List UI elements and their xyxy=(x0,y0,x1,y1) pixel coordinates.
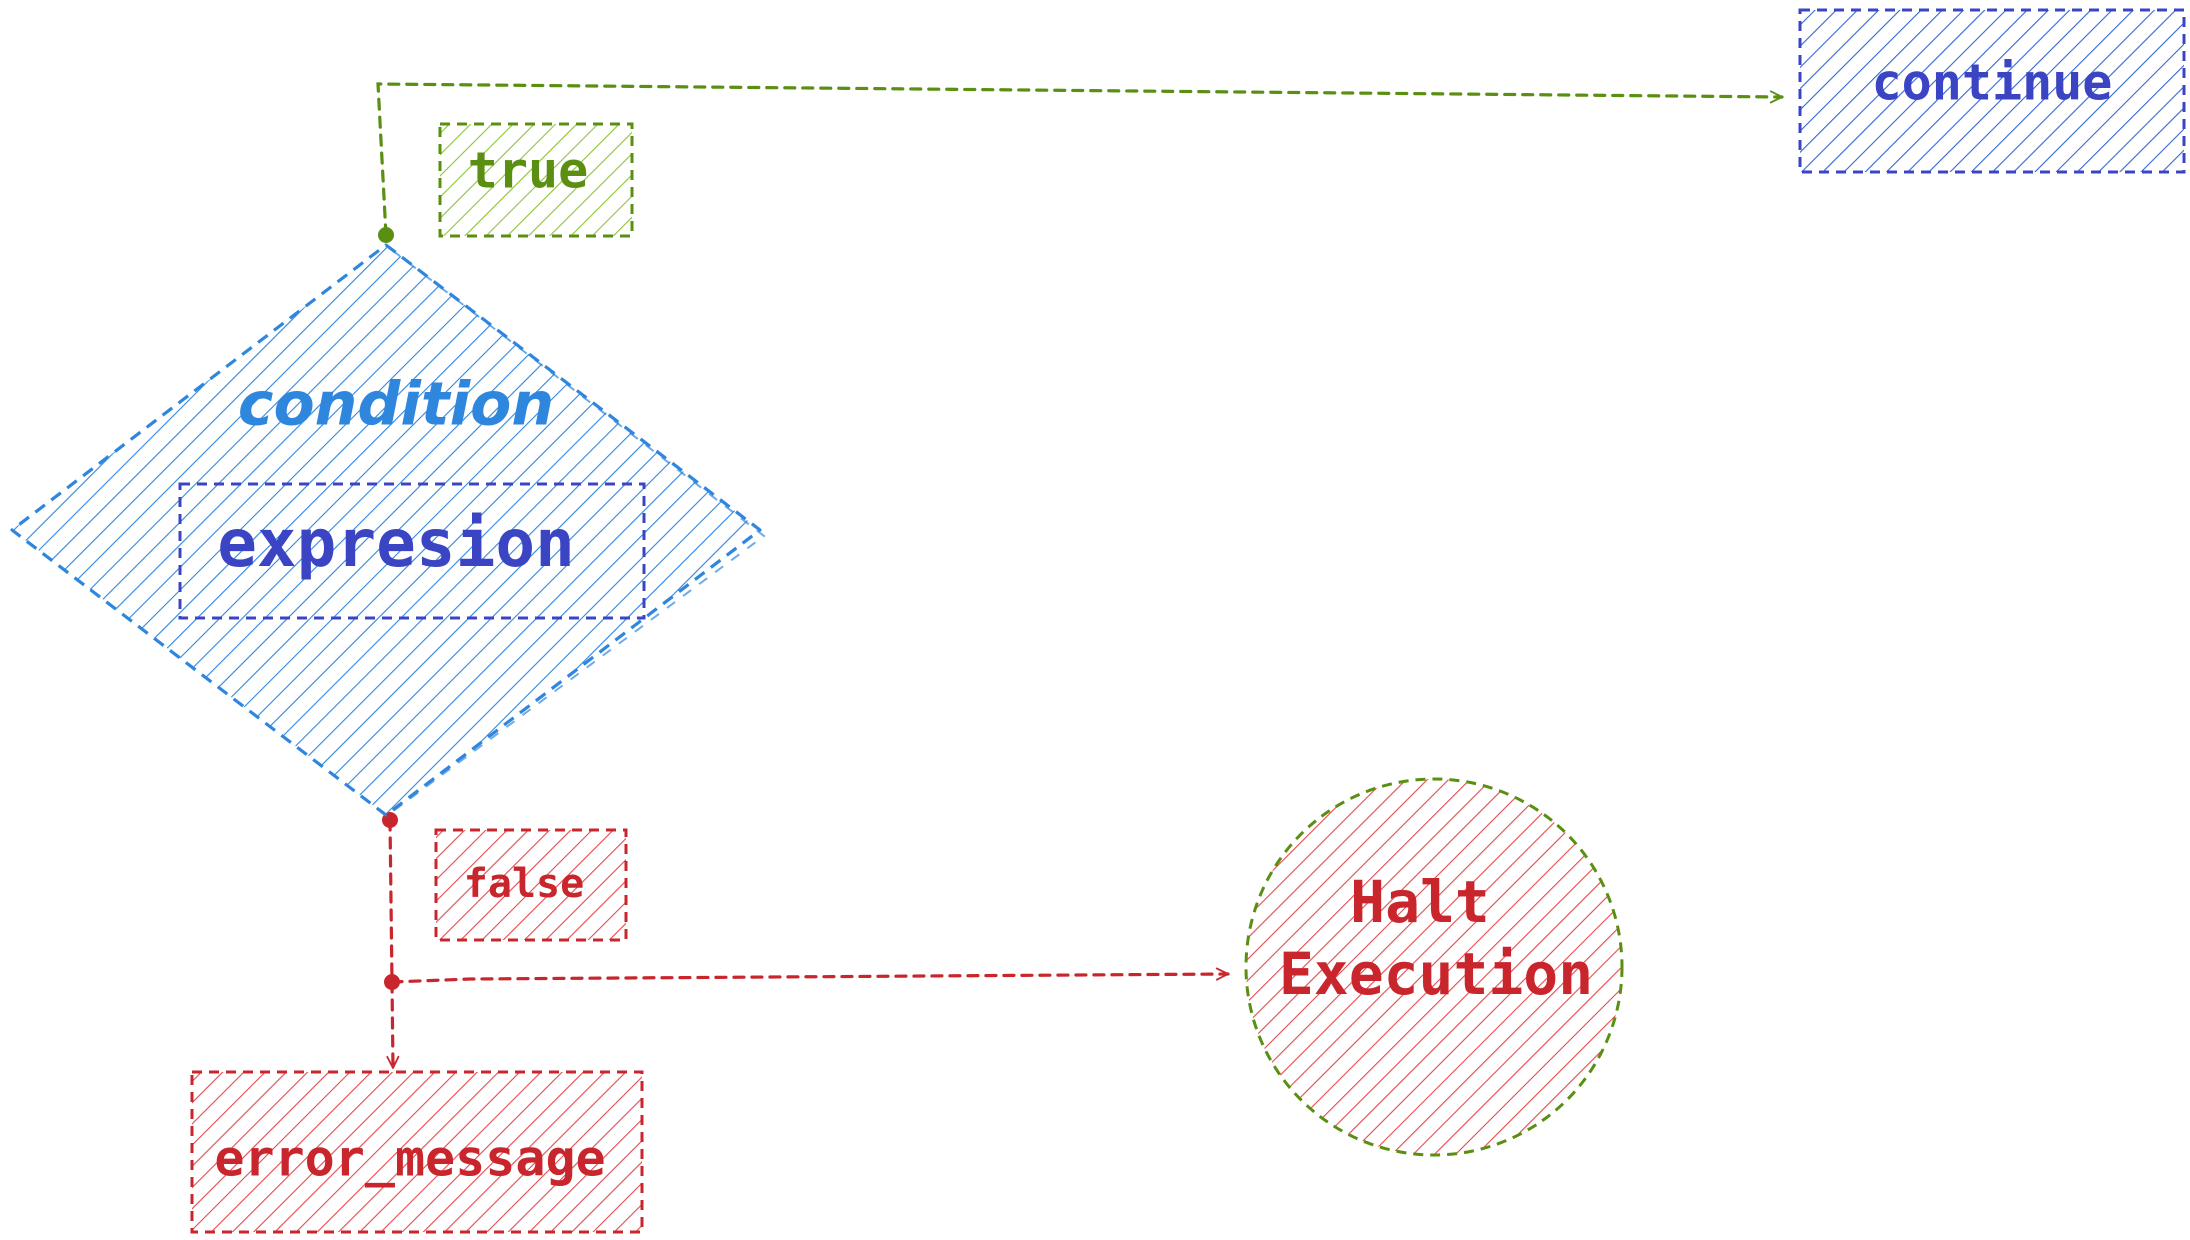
condition-diamond[interactable]: condition xyxy=(10,243,766,817)
false-label-text: false xyxy=(464,861,584,907)
edge-false-to-halt xyxy=(390,967,1230,984)
edge-true-to-continue xyxy=(376,82,1784,243)
error-message-box[interactable]: error_message xyxy=(190,1070,644,1234)
halt-execution-circle[interactable]: Halt Execution xyxy=(1244,777,1624,1157)
continue-box[interactable]: continue xyxy=(1798,8,2186,174)
edge-false-branches xyxy=(382,812,1230,1070)
edge-false-to-error-message xyxy=(386,980,400,1070)
halt-label-line2: Execution xyxy=(1279,940,1593,1008)
true-label-text: true xyxy=(468,142,588,200)
continue-label: continue xyxy=(1872,54,2113,112)
expression-box[interactable]: expresion xyxy=(178,482,646,620)
true-label-box: true xyxy=(438,122,634,238)
true-edge-start-dot xyxy=(378,227,394,243)
condition-label: condition xyxy=(238,370,554,440)
false-label-box: false xyxy=(434,828,628,942)
halt-label-line1: Halt xyxy=(1350,868,1490,936)
error-message-label: error_message xyxy=(214,1130,605,1188)
expression-label: expresion xyxy=(217,505,575,582)
